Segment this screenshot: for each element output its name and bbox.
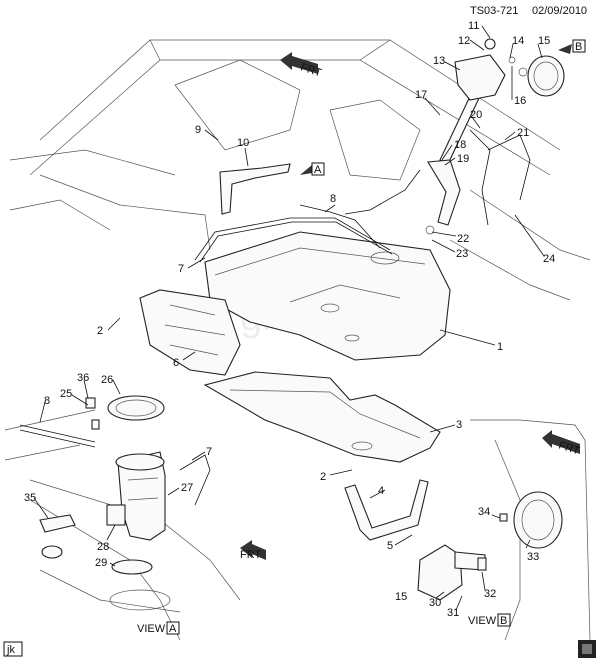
front-arrow-right: FRT	[542, 430, 581, 457]
callout-24: 24	[543, 253, 555, 265]
callout-11: 11	[468, 20, 479, 32]
front-arrow-view-a: FRT	[240, 540, 266, 561]
view-marker-b-letter: B	[575, 41, 582, 53]
fuel-tank-strap	[344, 479, 429, 541]
callout-4: 4	[378, 485, 384, 497]
fuel-lines	[194, 169, 421, 263]
front-arrow-top: FRT	[280, 52, 323, 79]
callout-26: 26	[101, 374, 113, 386]
lock-ring	[107, 395, 165, 421]
vehicle-frame	[4, 39, 591, 641]
callout-36: 36	[77, 372, 89, 384]
callout-33: 33	[527, 551, 539, 563]
callout-9: 9	[195, 124, 201, 136]
callout-25: 25	[60, 388, 72, 400]
callout-31: 31	[447, 607, 459, 619]
callout-15: 15	[538, 35, 550, 47]
callout-7: 7	[206, 446, 212, 458]
view-b-caption-label: VIEW	[468, 615, 497, 627]
fuel-pump-module	[106, 451, 166, 541]
front-arrow-view-a-label: FRT	[240, 549, 261, 561]
line-view-a	[19, 424, 211, 506]
fuel-tank	[204, 231, 451, 361]
callout-6: 6	[173, 357, 179, 369]
callout-17: 17	[415, 89, 427, 101]
callout-23: 23	[456, 248, 468, 260]
fuel-filler-housing	[454, 38, 565, 101]
callout-35: 35	[24, 492, 36, 504]
callout-29: 29	[95, 557, 107, 569]
callout-labels: 1 2 2 3 4 5 6 7 7 8 8 9 10 11 12 13 14 1…	[24, 20, 555, 619]
view-marker-a-letter: A	[314, 164, 322, 176]
view-a-caption-label: VIEW	[137, 623, 166, 635]
callout-13: 13	[433, 55, 445, 67]
callout-19: 19	[457, 153, 469, 165]
seal-29	[111, 559, 153, 575]
bracket-35	[39, 514, 76, 559]
fuel-tank-shield	[203, 371, 441, 463]
callout-18: 18	[454, 139, 466, 151]
callout-2: 2	[97, 325, 103, 337]
callout-1: 1	[497, 341, 503, 353]
footer-tag: jk	[3, 641, 23, 657]
callout-8: 8	[330, 193, 336, 205]
view-marker-a: A	[300, 162, 325, 176]
view-a-caption-letter: A	[169, 623, 177, 635]
callout-21: 21	[517, 127, 529, 139]
view-b-caption: VIEW B	[468, 613, 511, 627]
callout-20: 20	[470, 109, 482, 121]
callout-34: 34	[478, 506, 490, 518]
sensor-36-25	[85, 397, 100, 430]
front-arrow-right-label: FRT	[557, 439, 581, 457]
callout-12: 12	[458, 35, 470, 47]
footer-logo	[578, 640, 596, 658]
callout-32: 32	[484, 588, 496, 600]
footer-tag-text: jk	[6, 644, 15, 656]
callout-5: 5	[387, 540, 393, 552]
callout-3: 3	[456, 419, 462, 431]
callout-14: 14	[512, 35, 524, 47]
callout-27: 27	[181, 482, 193, 494]
callout-8: 8	[44, 395, 50, 407]
view-b-caption-letter: B	[500, 615, 507, 627]
callout-30: 30	[429, 597, 441, 609]
diagram-date: 02/09/2010	[532, 5, 587, 17]
heat-shield-left	[139, 289, 241, 376]
callout-15: 15	[395, 591, 407, 603]
bracket-10	[219, 163, 291, 215]
front-arrow-top-label: FRT	[299, 61, 323, 79]
callout-7: 7	[178, 263, 184, 275]
leader-lines	[33, 25, 545, 611]
tank-opening	[109, 589, 171, 611]
diagram-code: TS03-721	[470, 5, 518, 17]
callout-2: 2	[320, 471, 326, 483]
view-marker-b: B	[558, 39, 586, 54]
callout-28: 28	[97, 541, 109, 553]
callout-10: 10	[237, 137, 249, 149]
fuel-door-view-b	[417, 491, 563, 601]
view-a-caption: VIEW A	[137, 621, 180, 635]
callout-22: 22	[457, 233, 469, 245]
callout-16: 16	[514, 95, 526, 107]
